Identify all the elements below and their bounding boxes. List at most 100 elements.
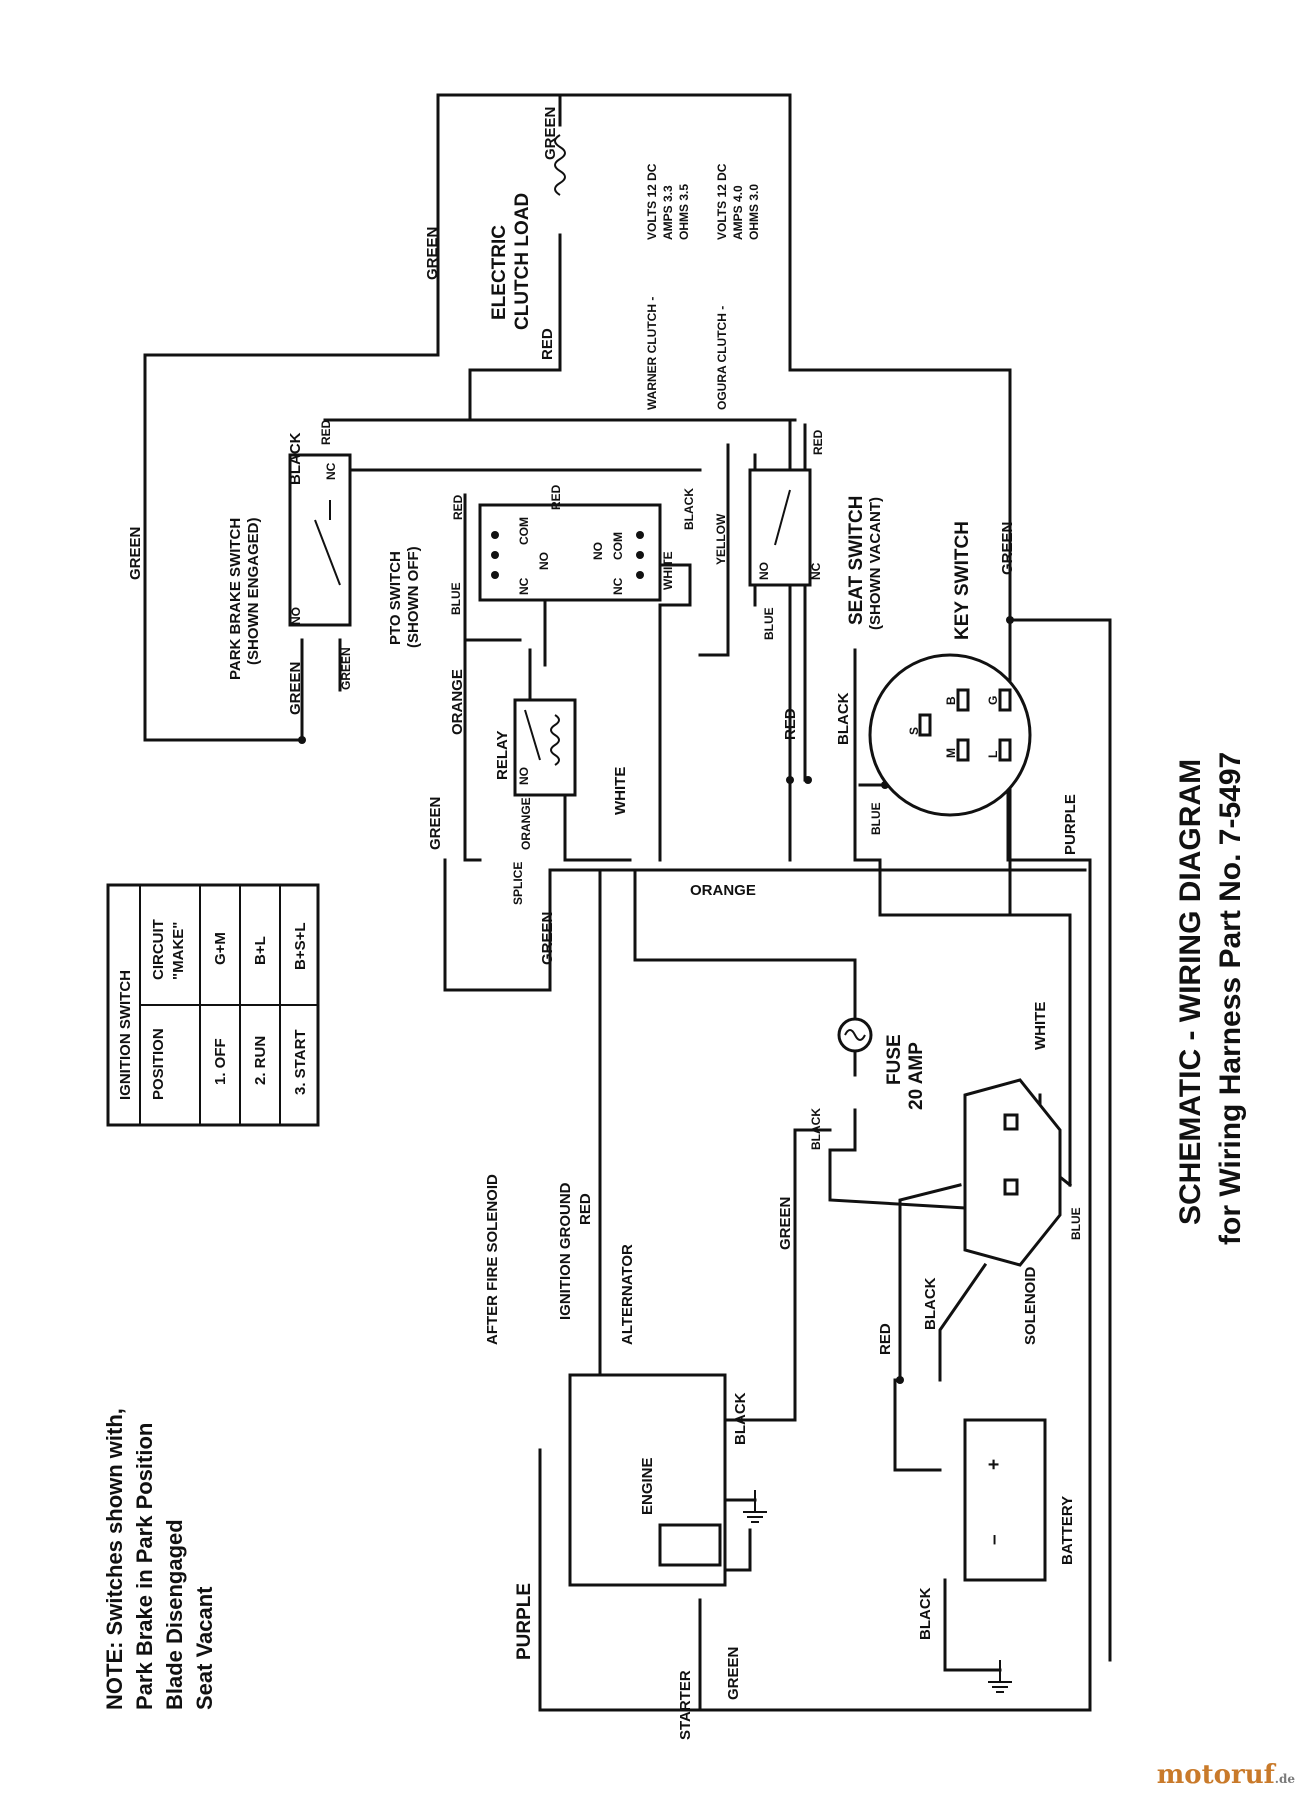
key-label: KEY SWITCH [952, 521, 973, 640]
wire-label-black-sol: BLACK [922, 1277, 939, 1330]
ground-symbol-battery [988, 1660, 1012, 1693]
relay-label: RELAY [494, 731, 511, 780]
key-contact-b: B [944, 696, 958, 705]
wire-label-green-splice: GREEN [539, 912, 556, 965]
clutch-label: ELECTRIC [489, 225, 510, 320]
pto-label: PTO SWITCH [387, 551, 404, 645]
note-line-2: Park Brake in Park Position [132, 1423, 157, 1710]
key-contact-s: S [907, 727, 921, 735]
wire-label-black-eng: BLACK [732, 1392, 749, 1445]
pto-state: (SHOWN OFF) [405, 546, 422, 648]
junction-dots [298, 616, 1014, 1384]
fuse-symbol [837, 1017, 873, 1053]
wire-label-green-left: GREEN [127, 527, 144, 580]
note-line-1: NOTE: Switches shown with, [102, 1408, 127, 1710]
wire-label-green-clutch: GREEN [542, 107, 559, 160]
wire-label-black-park: BLACK [287, 432, 304, 485]
wire-label-green-key: GREEN [999, 522, 1016, 575]
solenoid [963, 1078, 1062, 1267]
solenoid-label: SOLENOID [1022, 1266, 1039, 1345]
note-line-3: Blade Disengaged [162, 1519, 187, 1710]
wire-label-green-top: GREEN [424, 227, 441, 280]
starter-label: STARTER [677, 1670, 694, 1740]
table-row-3-position: 3. START [292, 1029, 309, 1095]
clutch-label-2: CLUTCH LOAD [512, 193, 533, 330]
wire-label-red-pto: RED [451, 494, 465, 520]
contact-no-park: NO [289, 607, 303, 625]
seat-state: (SHOWN VACANT) [867, 497, 884, 630]
wire-label-orange-relay: ORANGE [519, 797, 533, 850]
contact-no-pto1: NO [537, 552, 551, 570]
wire-label-red-park: RED [319, 419, 333, 445]
ignition-table [106, 883, 320, 1127]
contact-no-seat: NO [757, 562, 771, 580]
warner-clutch: WARNER CLUTCH - [645, 297, 659, 410]
contact-com-pto1: COM [517, 517, 531, 545]
wire-label-red-ign: RED [577, 1193, 594, 1225]
table-col-make: "MAKE" [170, 922, 187, 980]
after-fire-label: AFTER FIRE SOLENOID [484, 1174, 501, 1345]
watermark-main: motoruf [1156, 1760, 1275, 1790]
contact-nc-park: NC [324, 462, 338, 480]
contact-no-pto2: NO [591, 542, 605, 560]
ogura-clutch: OGURA CLUTCH - [715, 306, 729, 410]
wire-label-orange-main: ORANGE [690, 882, 756, 899]
table-col-position: POSITION [150, 1028, 167, 1100]
table-row-1-position: 1. OFF [212, 1038, 229, 1085]
wire-label-red-seat: RED [811, 429, 825, 455]
key-contact-m: M [944, 748, 958, 758]
table-row-3-circuit: B+S+L [292, 922, 309, 970]
ground-symbol-engine [743, 1490, 767, 1523]
wire-label-green-starter: GREEN [725, 1647, 742, 1700]
wire-label-purple-key: PURPLE [1062, 794, 1079, 855]
seat-label: SEAT SWITCH [846, 496, 867, 625]
splice-label: SPLICE [511, 862, 525, 905]
watermark: motoruf.de [1157, 1760, 1295, 1790]
contact-no-relay: NO [517, 767, 531, 785]
wire-label-white-relay: WHITE [612, 767, 629, 815]
ogura-ohms: OHMS 3.0 [747, 184, 761, 240]
contact-nc-seat: NC [809, 562, 823, 580]
park-brake-label: PARK BRAKE SWITCH [227, 518, 244, 680]
wire-network [143, 93, 1112, 1712]
seat-switch [748, 468, 812, 587]
fuse-rating: 20 AMP [906, 1042, 927, 1110]
table-row-1-circuit: G+M [212, 932, 229, 965]
wire-label-red-clutch: RED [539, 328, 556, 360]
battery-minus: – [984, 1534, 1005, 1545]
wire-label-blue-key: BLUE [869, 802, 883, 835]
wire-label-blue-sol: BLUE [1069, 1207, 1083, 1240]
contact-nc-pto1: NC [517, 577, 531, 595]
engine [568, 1373, 727, 1587]
diagram-subtitle: for Wiring Harness Part No. 7-5497 [1214, 752, 1247, 1245]
wire-label-white-sol: WHITE [1032, 1002, 1049, 1050]
key-switch [868, 653, 1032, 817]
warner-amps: AMPS 3.3 [661, 185, 675, 240]
wire-label-black-pto: BLACK [682, 488, 696, 530]
ignition-ground-label: IGNITION GROUND [557, 1182, 574, 1320]
ogura-volts: VOLTS 12 DC [715, 163, 729, 240]
fuse-label: FUSE [884, 1034, 905, 1085]
ogura-amps: AMPS 4.0 [731, 185, 745, 240]
clutch-coil [554, 134, 566, 196]
table-row-2-circuit: B+L [252, 936, 269, 965]
key-contact-g: G [986, 696, 1000, 705]
battery-plus: + [984, 1459, 1005, 1470]
watermark-suffix: .de [1274, 1772, 1295, 1786]
wire-label-red-bat: RED [877, 1323, 894, 1355]
park-brake-switch [288, 453, 352, 627]
wire-label-green-park2: GREEN [339, 647, 353, 690]
wire-label-blue-pto: BLUE [449, 582, 463, 615]
contact-com-pto2: COM [611, 532, 625, 560]
warner-ohms: OHMS 3.5 [677, 184, 691, 240]
wire-label-black-bat: BLACK [917, 1587, 934, 1640]
wire-label-orange-pto: ORANGE [449, 669, 466, 735]
key-contact-l: L [986, 751, 1000, 758]
engine-label: ENGINE [639, 1457, 656, 1515]
wire-label-red-pto2: RED [549, 484, 563, 510]
wire-label-green-alt: GREEN [777, 1197, 794, 1250]
wire-label-blue-seat: BLUE [762, 607, 776, 640]
battery [963, 1418, 1047, 1582]
alternator-label: ALTERNATOR [619, 1244, 636, 1345]
